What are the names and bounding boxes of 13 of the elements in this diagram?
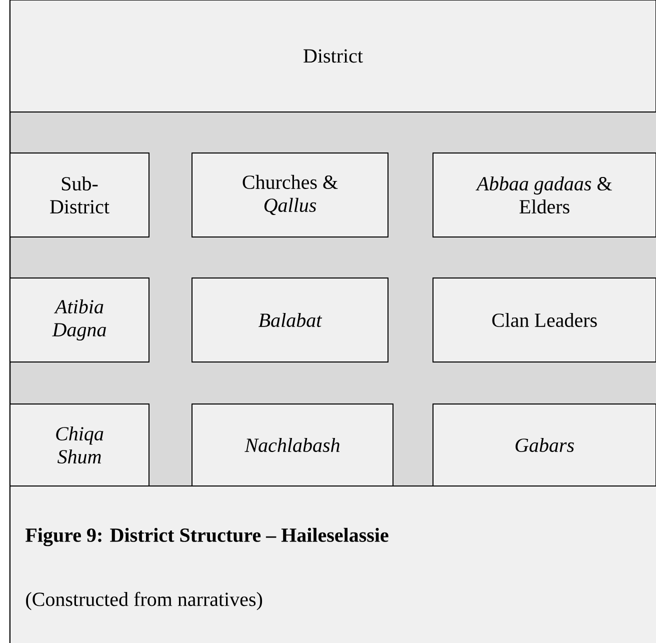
text-box: Balabat — [192, 278, 388, 362]
text-box: Chiqa Shum — [10, 404, 150, 486]
text-box: Abbaa gadaas & Elders — [432, 152, 656, 238]
text-box: Nachlabash — [192, 404, 394, 486]
caption: Figure 9: District Structure – Haileselassie — [26, 528, 388, 546]
text-box: District — [10, 0, 656, 112]
text-box: Gabars — [432, 404, 656, 486]
text-box: Sub-District — [10, 152, 150, 238]
node-label: Gabars — [516, 438, 574, 452]
text-box: Atibia Dagna — [10, 278, 150, 362]
text-box: Churches & Qallus — [192, 152, 388, 238]
text-box: Clan Leaders — [432, 278, 656, 362]
note: (Constructed from narratives) — [26, 592, 262, 610]
